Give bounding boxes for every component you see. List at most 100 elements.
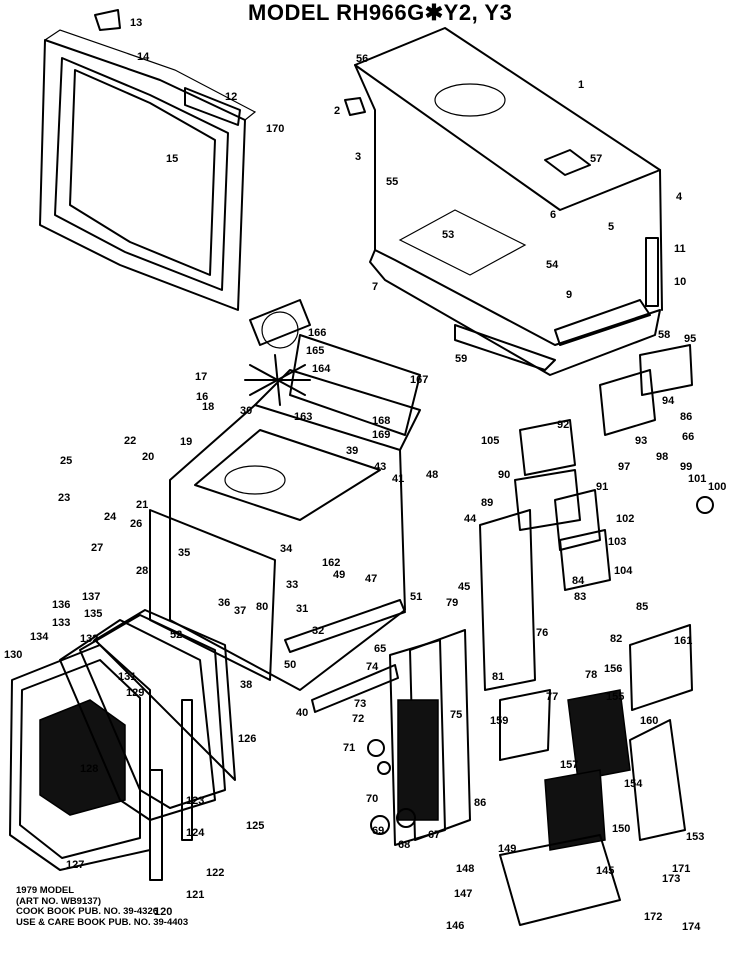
part-label: 82 (610, 633, 622, 645)
part-label: 47 (365, 573, 377, 585)
part-label: 9 (566, 289, 572, 301)
part-label: 52 (170, 629, 182, 641)
part-label: 145 (596, 865, 614, 877)
part-label: 91 (596, 481, 608, 493)
part-label: 67 (428, 829, 440, 841)
part-label: 50 (284, 659, 296, 671)
part-label: 160 (640, 715, 658, 727)
part-label: 69 (372, 825, 384, 837)
part-label: 55 (386, 176, 398, 188)
part-label: 89 (481, 497, 493, 509)
stirrer-part (244, 354, 311, 406)
part-label: 129 (126, 687, 144, 699)
part-label: 11 (674, 243, 686, 255)
part-label: 34 (280, 543, 293, 555)
part-label: 95 (684, 333, 696, 345)
outer-cabinet-part (344, 27, 663, 376)
part-label: 6 (550, 209, 556, 221)
part-label: 99 (680, 461, 692, 473)
part-label: 16 (196, 391, 208, 403)
part-label: 48 (426, 469, 438, 481)
note-line: (ART NO. WB9137) (16, 895, 101, 907)
part-label: 173 (662, 873, 680, 885)
electrical-parts (499, 344, 714, 926)
part-label: 135 (84, 608, 102, 620)
part-label: 10 (674, 276, 686, 288)
part-label: 17 (195, 371, 207, 383)
part-label: 76 (536, 627, 548, 639)
part-label: 35 (178, 547, 190, 559)
part-label: 161 (674, 635, 692, 647)
part-label: 56 (356, 53, 368, 65)
part-label: 74 (366, 661, 379, 673)
note-line: COOK BOOK PUB. NO. 39-4326 (16, 906, 159, 917)
part-label: 94 (662, 395, 675, 407)
part-label: 19 (180, 436, 192, 448)
part-label: 105 (481, 435, 499, 447)
part-label: 159 (490, 715, 508, 727)
part-label: 97 (618, 461, 630, 473)
part-label: 104 (614, 565, 633, 577)
part-label: 51 (410, 591, 422, 603)
part-label: 85 (636, 601, 648, 613)
part-label: 7 (372, 281, 378, 293)
part-label: 71 (343, 742, 355, 754)
part-label: 5 (608, 221, 614, 233)
part-label: 66 (682, 431, 694, 443)
note-line: 1979 MODEL (16, 885, 75, 896)
publication-notes: 1979 MODEL (ART NO. WB9137) COOK BOOK PU… (16, 885, 316, 928)
part-label: 165 (306, 345, 324, 357)
part-label: 174 (682, 921, 701, 933)
part-label: 131 (118, 671, 136, 683)
part-label: 72 (352, 713, 364, 725)
part-label: 26 (130, 518, 142, 530)
part-label: 22 (124, 435, 136, 447)
part-label: 171 (672, 863, 690, 875)
part-label: 57 (590, 153, 602, 165)
door-frame-part (39, 9, 257, 311)
part-label: 163 (294, 411, 312, 423)
part-label: 168 (372, 415, 390, 427)
part-label: 41 (392, 473, 404, 485)
note-line: USE & CARE BOOK PUB. NO. 39-4403 (16, 916, 189, 928)
part-label: 149 (498, 843, 516, 855)
part-label: 4 (676, 191, 683, 203)
part-label: 162 (322, 557, 340, 569)
part-label: 68 (398, 839, 410, 851)
part-label: 12 (225, 91, 237, 103)
part-label: 54 (546, 259, 559, 271)
part-label: 166 (308, 327, 326, 339)
part-label: 53 (442, 229, 454, 241)
part-label: 39 (346, 445, 358, 457)
part-label: 21 (136, 499, 148, 511)
part-label: 137 (82, 591, 100, 603)
part-label: 2 (334, 105, 340, 117)
part-label: 58 (658, 329, 670, 341)
control-panel-part (367, 509, 551, 846)
part-label: 86 (680, 411, 692, 423)
part-label: 23 (58, 492, 70, 504)
part-label: 13 (130, 17, 142, 29)
part-label: 44 (464, 513, 477, 525)
part-label: 155 (606, 691, 624, 703)
part-label: 167 (410, 374, 428, 386)
part-label: 90 (498, 469, 510, 481)
part-label: 128 (80, 763, 98, 775)
part-label: 77 (546, 691, 558, 703)
part-label: 18 (202, 401, 214, 413)
part-label: 164 (312, 363, 331, 375)
part-label: 86 (474, 797, 486, 809)
part-label: 75 (450, 709, 462, 721)
part-label: 1 (578, 79, 584, 91)
part-label: 32 (312, 625, 324, 637)
part-label: 132 (80, 633, 98, 645)
part-label: 93 (635, 435, 647, 447)
part-label: 134 (30, 631, 49, 643)
part-label: 130 (4, 649, 22, 661)
part-label: 40 (296, 707, 308, 719)
part-label: 169 (372, 429, 390, 441)
part-label: 79 (446, 597, 458, 609)
part-label: 121 (186, 889, 204, 901)
part-label: 150 (612, 823, 630, 835)
